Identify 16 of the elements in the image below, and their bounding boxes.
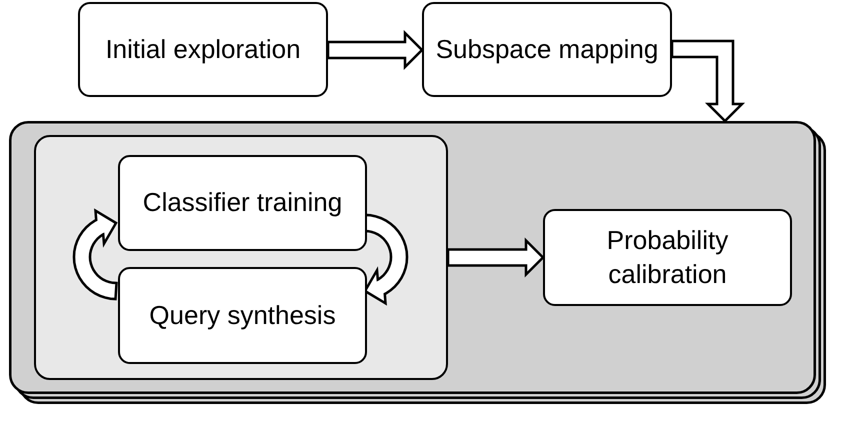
stacked-panel bbox=[9, 121, 827, 406]
block-arrow bbox=[326, 30, 424, 70]
process-box bbox=[118, 267, 367, 364]
process-box bbox=[422, 2, 672, 97]
block-arrow bbox=[446, 237, 545, 278]
group-panel bbox=[34, 135, 448, 380]
node-label: Classifier training bbox=[142, 186, 344, 220]
process-box bbox=[543, 209, 792, 306]
node-label: Query synthesis bbox=[148, 298, 337, 332]
process-box bbox=[118, 155, 367, 251]
node-label: Probability calibration bbox=[606, 224, 730, 290]
node-label: Initial exploration bbox=[104, 32, 302, 66]
process-box bbox=[78, 2, 328, 97]
node-label: Subspace mapping bbox=[434, 32, 660, 66]
block-arrow bbox=[670, 40, 746, 123]
block-arrow bbox=[72, 208, 118, 300]
